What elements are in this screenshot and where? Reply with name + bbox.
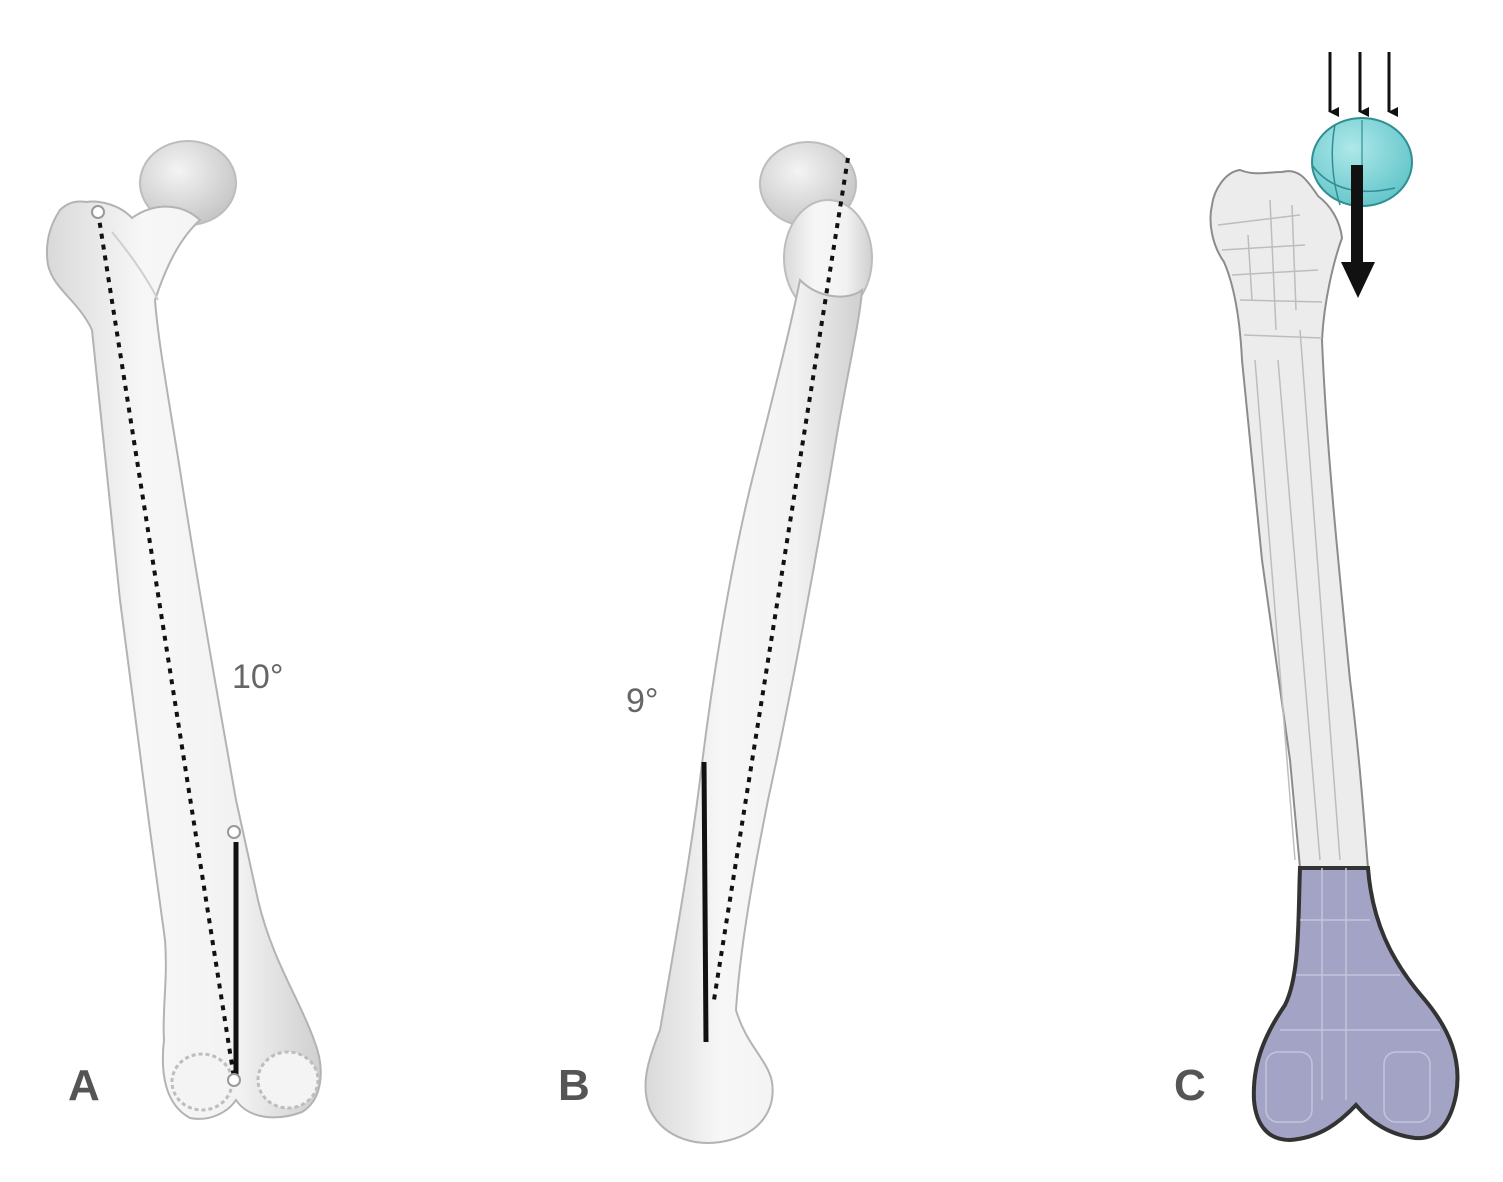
small-load-arrows xyxy=(1328,52,1398,117)
angle-label-b: 9° xyxy=(626,682,659,720)
panel-label-b: B xyxy=(558,1061,590,1110)
distal-mesh-lines xyxy=(1265,868,1440,1123)
panel-b: 9° B xyxy=(558,141,873,1144)
mesh-lines xyxy=(1217,199,1341,861)
distal-fixed-region xyxy=(1251,866,1460,1143)
axis-point-top xyxy=(91,205,105,219)
panel-label-a: A xyxy=(68,1061,100,1110)
femur-body xyxy=(644,277,864,1144)
femur-body xyxy=(46,200,322,1120)
medial-condyle xyxy=(170,1052,234,1112)
femur-anterior-view xyxy=(46,140,322,1120)
axis-point-bottom xyxy=(227,1073,241,1087)
intertrochanteric-line xyxy=(111,231,159,301)
lateral-condyle xyxy=(256,1050,320,1110)
panel-a: 10° A xyxy=(46,140,322,1120)
mechanical-axis-line xyxy=(96,211,236,1079)
axis-point-mid xyxy=(227,825,241,839)
femur-shaft-mesh xyxy=(1209,168,1370,869)
resultant-force-arrow-icon xyxy=(1341,165,1375,298)
femur-fe-model xyxy=(1209,117,1460,1143)
panel-c: C xyxy=(1174,52,1460,1143)
panel-label-c: C xyxy=(1174,1061,1206,1110)
femur-lateral-view xyxy=(644,141,873,1144)
anatomical-axis-line xyxy=(701,761,709,1043)
angle-label-a: 10° xyxy=(232,658,283,696)
